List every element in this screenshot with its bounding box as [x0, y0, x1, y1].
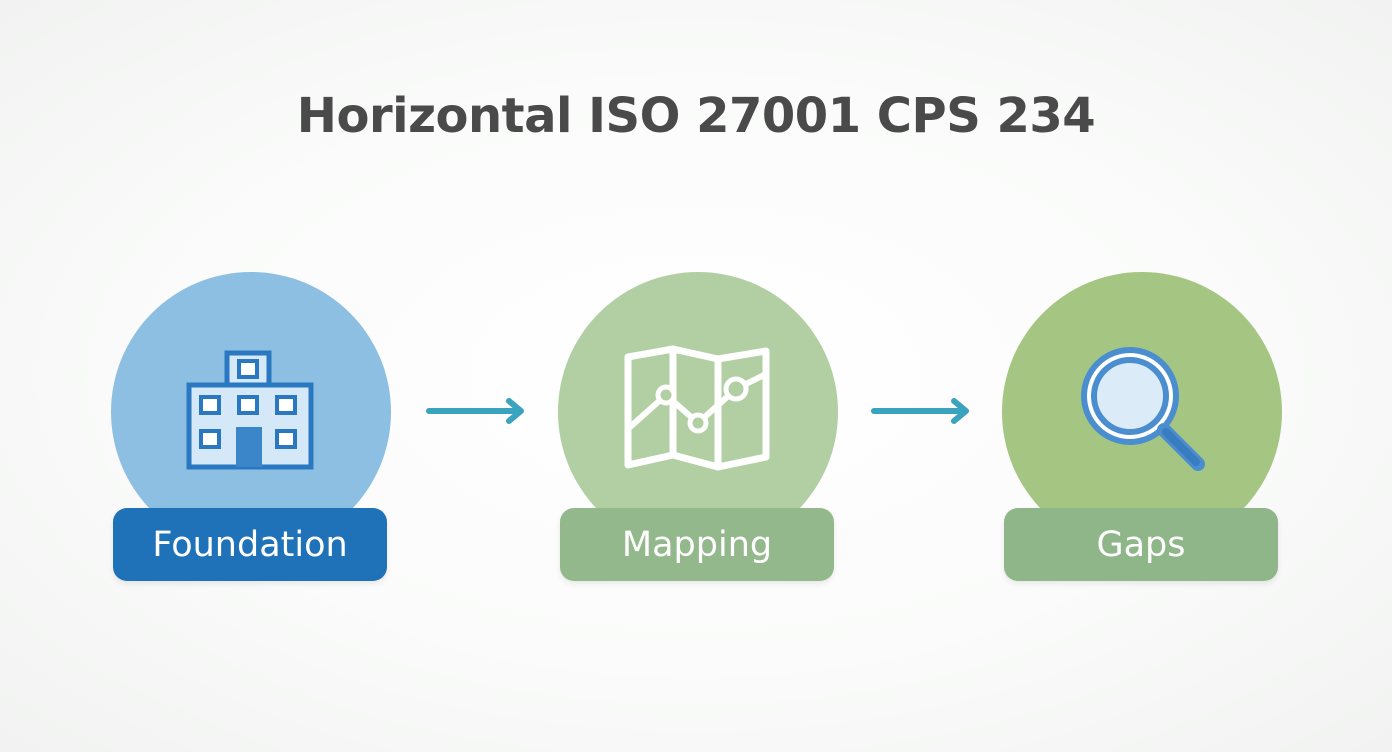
step-circle	[558, 272, 838, 552]
diagram-title: Horizontal ISO 27001 CPS 234	[296, 88, 1096, 144]
step-foundation: Foundation	[111, 272, 391, 584]
step-gaps: Gaps	[1002, 272, 1282, 584]
step-label: Foundation	[113, 508, 387, 581]
step-label: Mapping	[560, 508, 834, 581]
step-mapping: Mapping	[558, 272, 838, 584]
step-label: Gaps	[1004, 508, 1278, 581]
arrow-right-icon	[870, 396, 974, 426]
magnifier-icon	[1072, 340, 1212, 484]
arrow-right-icon	[425, 396, 529, 426]
building-icon	[181, 345, 321, 479]
map-icon	[618, 345, 778, 479]
